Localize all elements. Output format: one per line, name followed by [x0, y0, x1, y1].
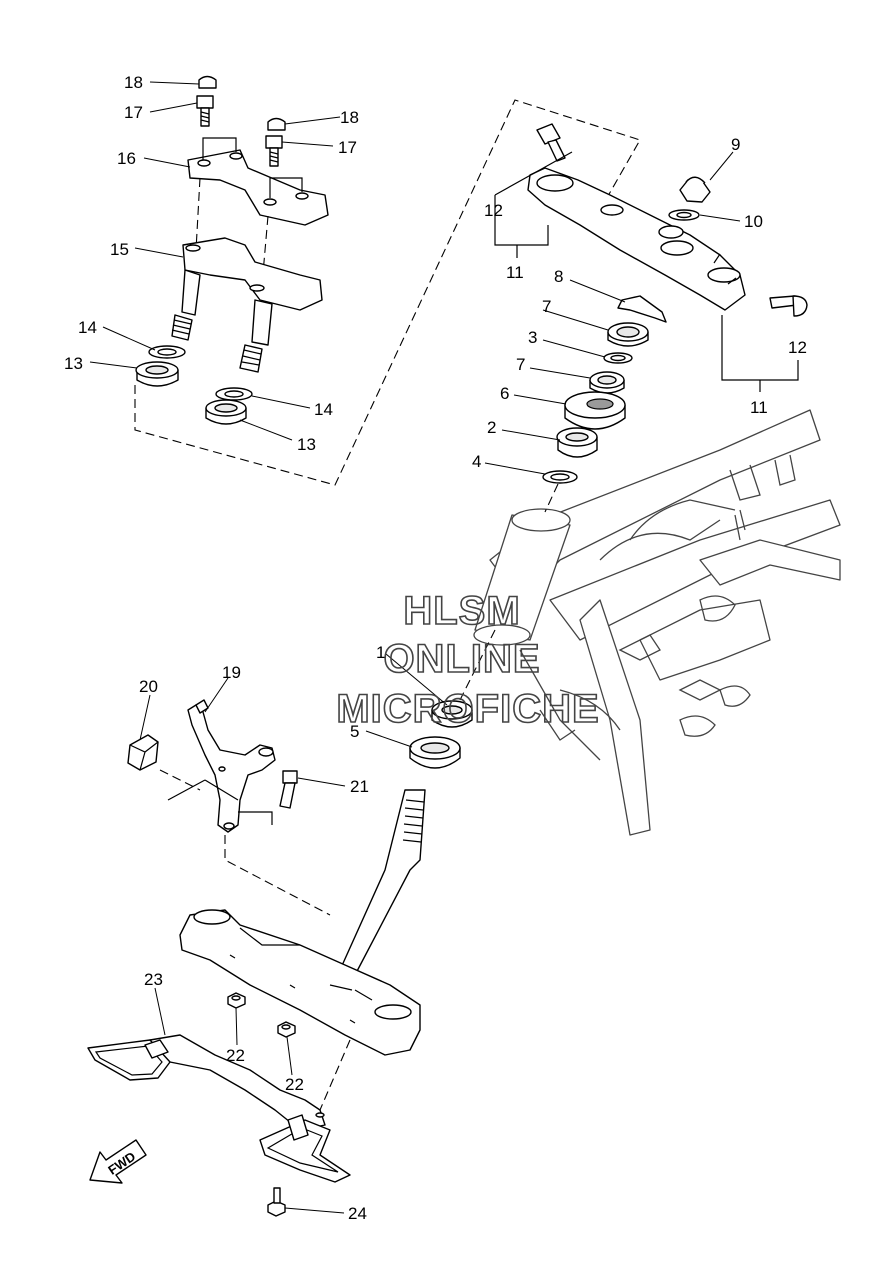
callout-12-left: 12 [484, 201, 503, 220]
upper-bracket-assembly [494, 123, 808, 392]
callout-13-right: 13 [297, 435, 316, 454]
bolt-17-left [196, 95, 214, 127]
damper-13-left [135, 361, 179, 387]
cable-guide-23 [87, 1034, 351, 1217]
callout-16: 16 [117, 149, 136, 168]
washer-8 [617, 295, 667, 323]
callout-17-right: 17 [338, 138, 357, 157]
callout-11-left: 11 [506, 263, 524, 282]
nut-22-right [277, 1021, 296, 1038]
handlebar-holder-assembly [134, 75, 641, 486]
upper-holder-16 [187, 149, 329, 226]
cap-18-left [198, 75, 217, 89]
bolt-12-side [769, 295, 808, 317]
callout-14-right: 14 [314, 400, 333, 419]
callout-21: 21 [350, 777, 369, 796]
ring-nut-7-upper [607, 322, 649, 347]
callout-22-left: 22 [226, 1046, 245, 1065]
callout-10: 10 [744, 212, 763, 231]
ring-nut-7-lower [589, 371, 625, 394]
callout-24: 24 [348, 1204, 367, 1223]
callout-20: 20 [139, 677, 158, 696]
callout-23: 23 [144, 970, 163, 989]
callout-7-upper: 7 [542, 297, 551, 316]
callout-12-right: 12 [788, 338, 807, 357]
callout-5: 5 [350, 722, 359, 741]
bolt-24 [267, 1187, 286, 1217]
callout-15: 15 [110, 240, 129, 259]
callout-8: 8 [554, 267, 563, 286]
watermark-line-2: ONLINE [383, 637, 540, 681]
lower-bracket-assembly [179, 789, 426, 1111]
damper-20 [127, 734, 159, 771]
bearing-2 [556, 427, 598, 458]
bearing-1 [431, 700, 473, 728]
bracket-19-assembly [127, 699, 298, 833]
damper-13-right [205, 399, 247, 425]
nut-22-left [227, 992, 246, 1009]
callout-6: 6 [500, 384, 509, 403]
callout-13-left: 13 [64, 354, 83, 373]
cover-6 [564, 391, 626, 430]
callout-11-right: 11 [750, 398, 768, 417]
callout-9: 9 [731, 135, 740, 154]
callout-19: 19 [222, 663, 241, 682]
bracket-19 [187, 704, 276, 833]
motorcycle-frame [473, 409, 841, 836]
callout-7-lower: 7 [516, 355, 525, 374]
callout-numbers: 18 17 18 17 16 15 14 13 14 13 9 10 12 11… [64, 73, 807, 1223]
forward-arrow-icon: FWD [89, 1139, 147, 1184]
steering-stem [339, 789, 426, 976]
callout-4: 4 [472, 452, 481, 471]
callout-18-right: 18 [340, 108, 359, 127]
nut-9 [679, 176, 711, 203]
lower-holder-15 [182, 237, 323, 311]
callout-17-left: 17 [124, 103, 143, 122]
lower-bracket-under [179, 909, 421, 1056]
watermark-line-1: HLSM [403, 589, 520, 633]
upper-bracket-11 [527, 167, 746, 311]
seal-5 [409, 736, 461, 769]
cap-18-right [267, 117, 286, 131]
callout-1: 1 [376, 643, 385, 662]
bolt-17-right [265, 135, 283, 167]
callout-2: 2 [487, 418, 496, 437]
leader-lines [89, 81, 741, 1214]
callout-22-right: 22 [285, 1075, 304, 1094]
callout-3: 3 [528, 328, 537, 347]
watermark-line-3: MICROFICHE [336, 687, 599, 731]
callout-18-left: 18 [124, 73, 143, 92]
bolt-12-top [536, 123, 566, 162]
bolt-21 [279, 770, 298, 809]
callout-14-left: 14 [78, 318, 97, 337]
watermark: HLSM ONLINE MICROFICHE [336, 588, 600, 732]
bearing-stack [409, 295, 667, 769]
